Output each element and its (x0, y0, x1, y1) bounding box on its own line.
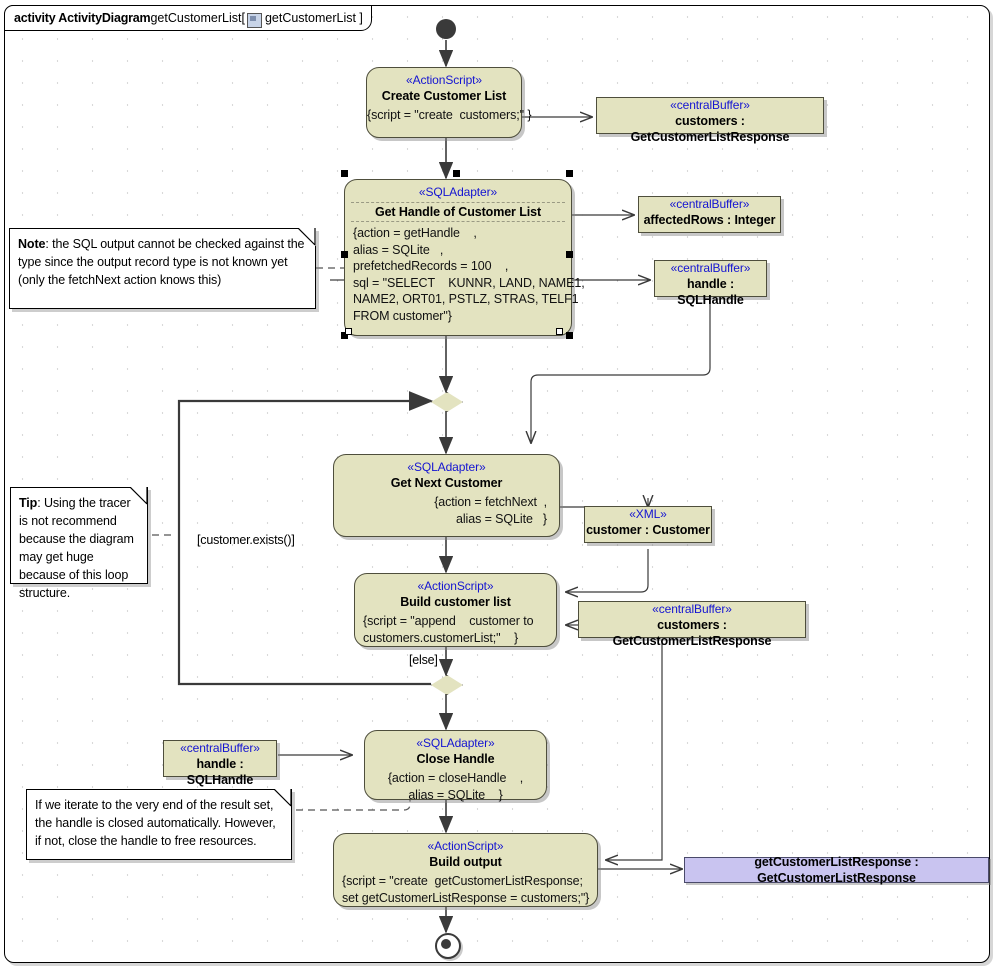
output-parameter-label: getCustomerListResponse : GetCustomerLis… (754, 855, 919, 885)
stereotype-label: «centralBuffer» (652, 602, 732, 616)
selection-handle-n[interactable] (453, 170, 460, 177)
action-get-handle-of-customer-list[interactable]: «SQLAdapter» Get Handle of Customer List… (344, 179, 585, 336)
note-text: If we iterate to the very end of the res… (35, 798, 276, 848)
activity-final-node[interactable] (435, 933, 461, 959)
stereotype-label: «SQLAdapter» (418, 185, 498, 199)
stereotype-label: «XML» (629, 507, 667, 521)
guard-label-else: [else] (409, 653, 438, 667)
action-name: Get Next Customer (390, 476, 503, 490)
selection-handle-w[interactable] (341, 251, 348, 258)
buffer-affected-rows[interactable]: «centralBuffer» affectedRows : Integer (638, 196, 781, 233)
action-close-handle[interactable]: «SQLAdapter» Close Handle {action = clos… (364, 730, 547, 802)
initial-node[interactable] (436, 19, 456, 39)
note-handle-close[interactable]: If we iterate to the very end of the res… (26, 789, 292, 860)
action-get-next-customer[interactable]: «SQLAdapter» Get Next Customer {action =… (333, 454, 560, 537)
buffer-name: customers : GetCustomerListResponse (630, 114, 790, 144)
activity-icon (246, 12, 262, 28)
selection-handle-resize-sw[interactable] (345, 328, 352, 335)
buffer-handle-right[interactable]: «centralBuffer» handle : SQLHandle (654, 260, 767, 307)
action-name: Build output (429, 855, 502, 869)
frame-name: getCustomerList[ (150, 11, 245, 25)
frame-parameter: getCustomerList ] (264, 11, 363, 25)
action-build-customer-list[interactable]: «ActionScript» Build customer list {scri… (354, 573, 557, 647)
action-properties: {script = "create customers;" } (367, 108, 532, 122)
buffer-name: customer : Customer (586, 523, 710, 537)
action-create-customer-list[interactable]: «ActionScript» Create Customer List {scr… (366, 67, 532, 138)
action-name: Build customer list (400, 595, 511, 609)
stereotype-label: «centralBuffer» (670, 261, 751, 275)
selection-handle-nw[interactable] (341, 170, 348, 177)
buffer-handle-left[interactable]: «centralBuffer» handle : SQLHandle (163, 740, 277, 787)
buffer-customers-top[interactable]: «centralBuffer» customers : GetCustomerL… (596, 97, 824, 144)
buffer-name: handle : SQLHandle (677, 277, 744, 307)
action-properties: {script = "append customer to customers.… (363, 614, 534, 645)
stereotype-label: «ActionScript» (427, 839, 504, 853)
decision-node-loop-entry[interactable] (431, 392, 463, 412)
stereotype-label: «SQLAdapter» (416, 736, 495, 750)
stereotype-label: «centralBuffer» (669, 197, 750, 211)
stereotype-label: «SQLAdapter» (407, 460, 486, 474)
action-name: Close Handle (416, 752, 495, 766)
stereotype-label: «centralBuffer» (670, 98, 750, 112)
action-build-output[interactable]: «ActionScript» Build output {script = "c… (333, 833, 598, 907)
note-lead: Note (18, 237, 46, 251)
guard-label-customer-exists: [customer.exists()] (197, 533, 295, 547)
stereotype-label: «ActionScript» (417, 579, 494, 593)
action-properties: {action = closeHandle , alias = SQLite } (387, 771, 524, 802)
action-properties: {action = fetchNext , alias = SQLite } (434, 495, 547, 526)
selection-handle-ne[interactable] (566, 170, 573, 177)
stereotype-label: «centralBuffer» (180, 741, 260, 755)
output-parameter-node[interactable]: getCustomerListResponse : GetCustomerLis… (684, 855, 989, 885)
buffer-customer-xml[interactable]: «XML» customer : Customer (584, 506, 712, 543)
buffer-customers-mid[interactable]: «centralBuffer» customers : GetCustomerL… (578, 601, 806, 648)
selection-handle-resize-se[interactable] (556, 328, 563, 335)
stereotype-label: «ActionScript» (406, 73, 482, 87)
buffer-name: affectedRows : Integer (643, 213, 776, 227)
buffer-name: customers : GetCustomerListResponse (612, 618, 772, 648)
selection-handle-se[interactable] (566, 332, 573, 339)
merge-node-loop-exit[interactable] (431, 675, 463, 695)
action-properties: {script = "create getCustomerListRespons… (342, 874, 590, 905)
note-text: : Using the tracer is not recommend beca… (19, 496, 134, 600)
selection-handle-sw[interactable] (341, 332, 348, 339)
note-sql-output[interactable]: Note: the SQL output cannot be checked a… (9, 228, 316, 309)
buffer-name: handle : SQLHandle (186, 757, 254, 787)
note-text: : the SQL output cannot be checked again… (18, 237, 305, 287)
note-tip-tracer[interactable]: Tip: Using the tracer is not recommend b… (10, 487, 148, 600)
action-name: Create Customer List (381, 89, 507, 103)
diagram-frame-header: activity ActivityDiagram getCustomerList… (4, 5, 372, 31)
action-name: Get Handle of Customer List (351, 202, 565, 222)
note-lead: Tip (19, 496, 38, 510)
frame-keyword: activity ActivityDiagram (14, 11, 151, 25)
selection-handle-e[interactable] (566, 251, 573, 258)
action-properties: {action = getHandle , alias = SQLite , p… (353, 226, 585, 323)
